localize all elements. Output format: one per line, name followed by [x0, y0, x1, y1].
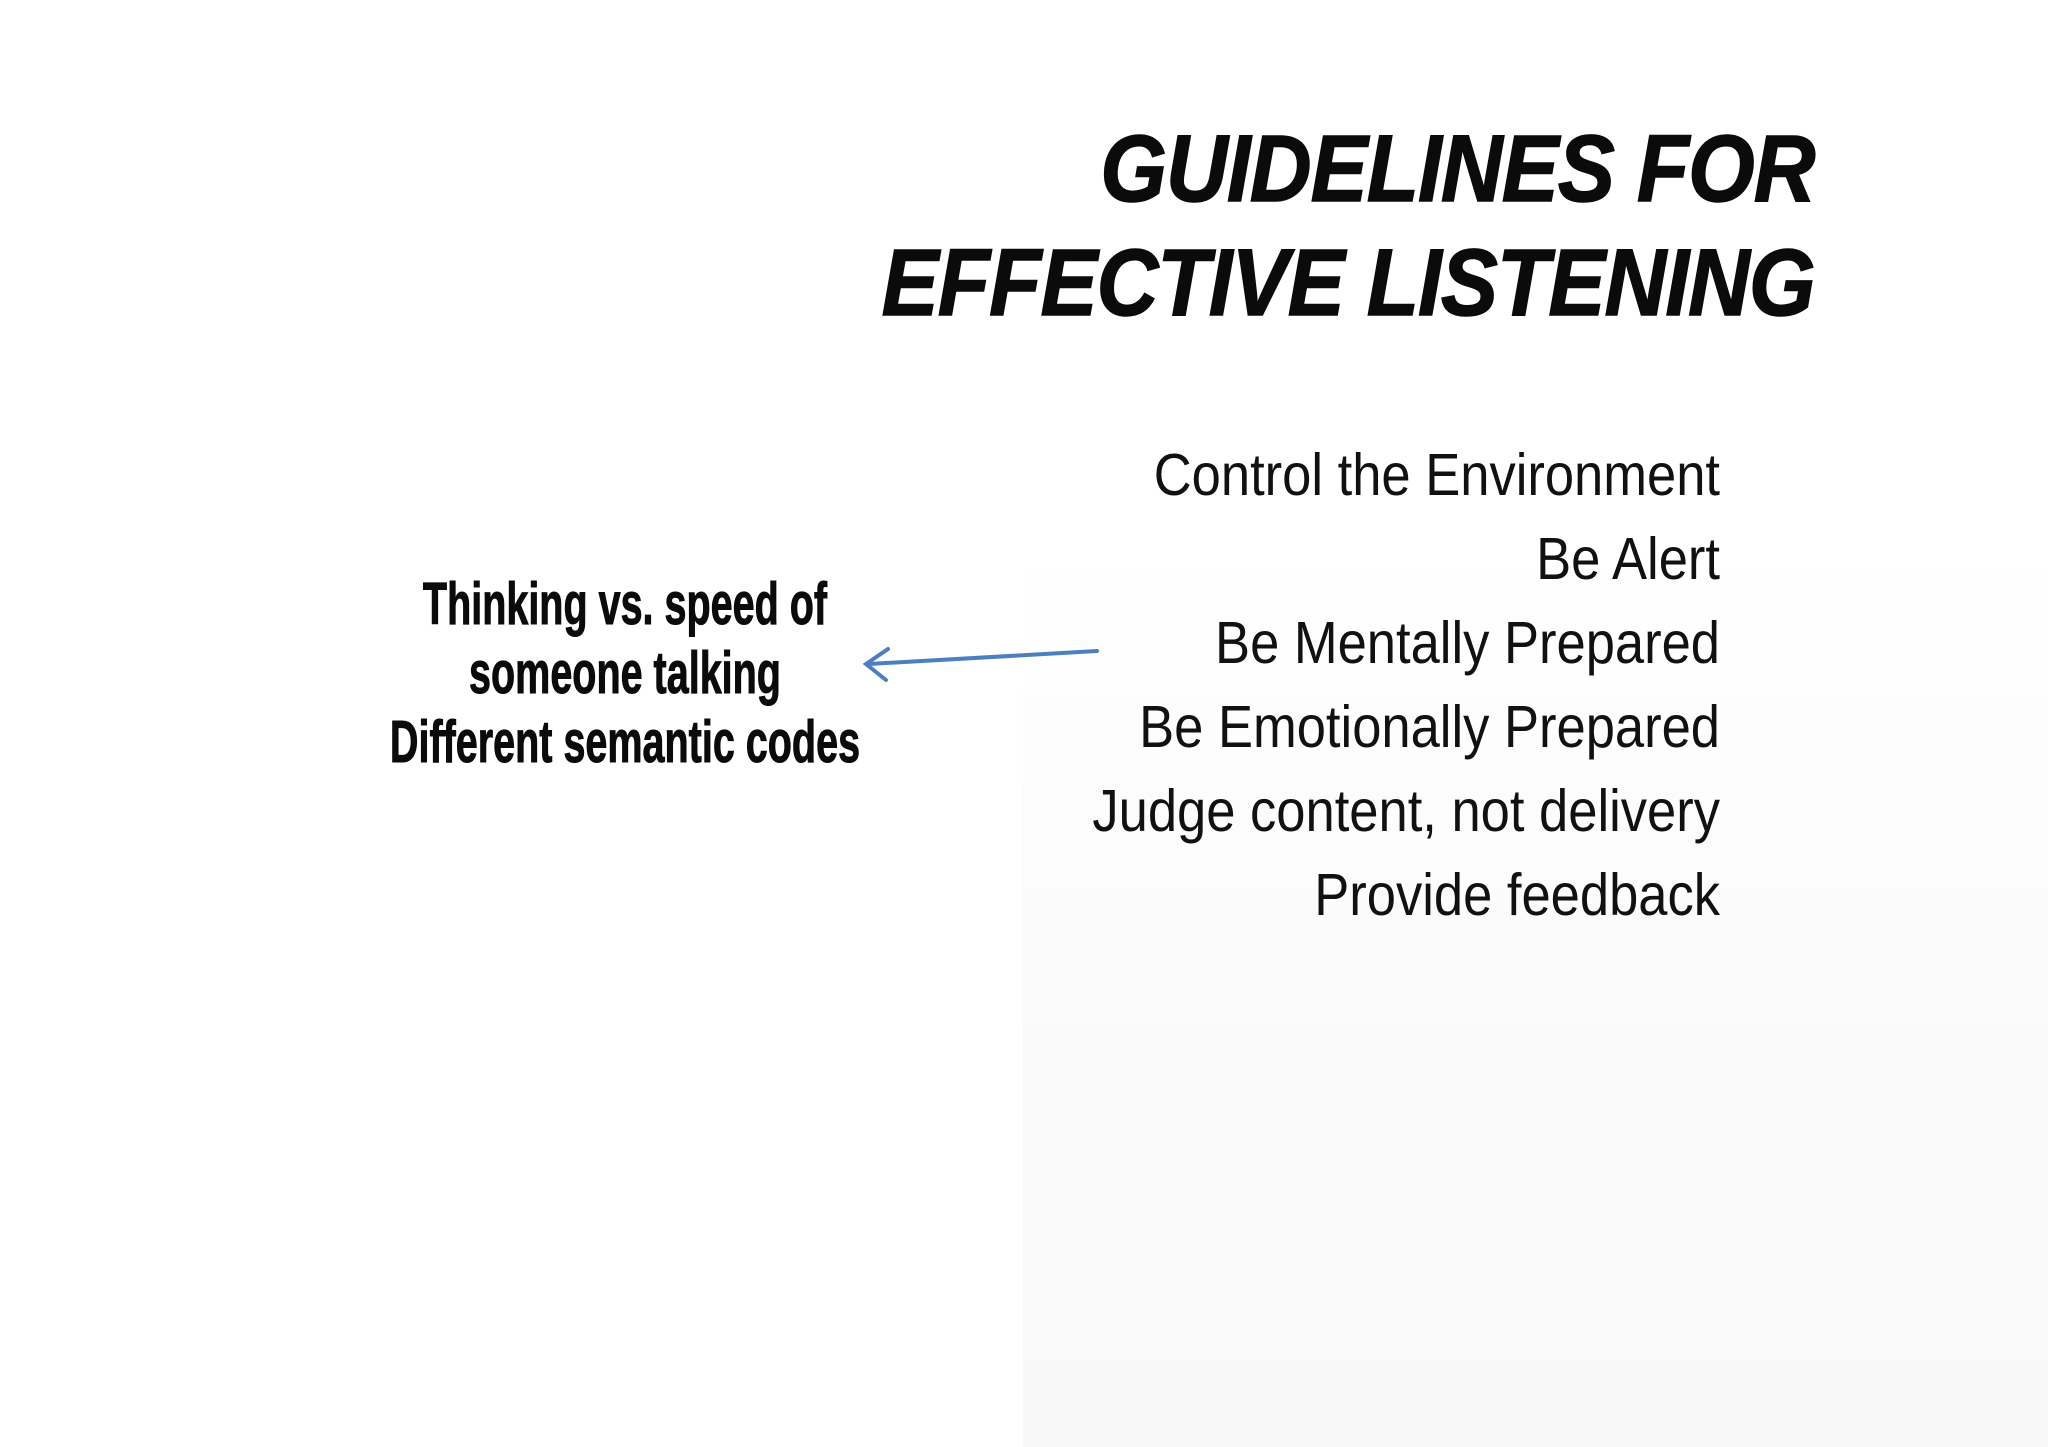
slide-title-line2: EFFECTIVE LISTENING	[881, 229, 1816, 337]
slide-title-line1: GUIDELINES FOR	[1100, 115, 1816, 223]
annotation-line3: Different semantic codes	[389, 709, 861, 776]
guideline-item: Provide feedback	[1314, 862, 1720, 928]
guideline-item: Be Alert	[1536, 526, 1720, 592]
guidelines-list: Control the Environment Be Alert Be Ment…	[919, 433, 1720, 937]
guideline-item: Be Mentally Prepared	[1215, 610, 1720, 676]
guideline-item: Judge content, not delivery	[1092, 778, 1720, 844]
guideline-item: Be Emotionally Prepared	[1139, 694, 1720, 760]
annotation-note: Thinking vs. speed of someone talking Di…	[370, 570, 879, 777]
slide-title: GUIDELINES FOR EFFECTIVE LISTENING	[881, 112, 1816, 340]
annotation-line2: someone talking	[469, 640, 782, 707]
annotation-line1: Thinking vs. speed of	[422, 571, 828, 638]
guideline-item: Control the Environment	[1153, 442, 1720, 508]
